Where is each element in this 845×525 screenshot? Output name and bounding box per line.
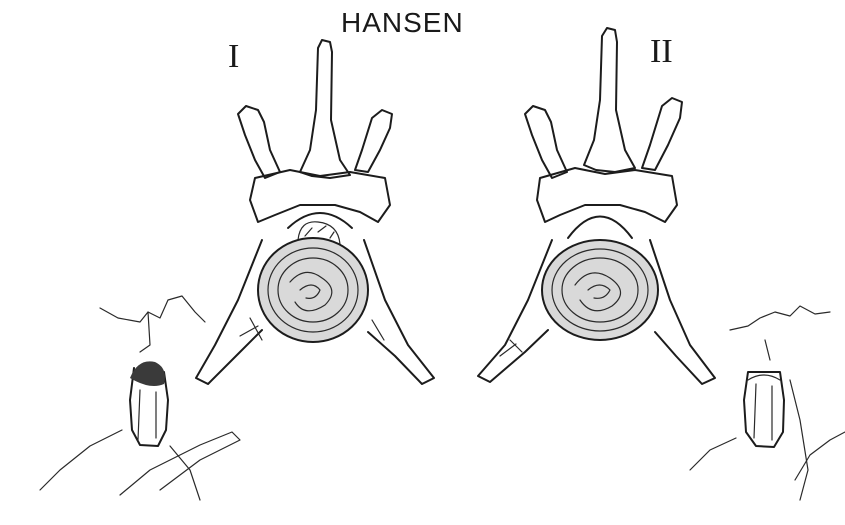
vertebra-type-one: [196, 40, 434, 384]
vertebra-type-two: [478, 28, 715, 384]
lateral-view-left: [40, 296, 240, 500]
lateral-view-right: [690, 306, 845, 500]
panel-label-one: I: [228, 40, 239, 74]
panel-label-two: II: [650, 35, 673, 69]
diagram-title: HANSEN: [341, 9, 464, 37]
